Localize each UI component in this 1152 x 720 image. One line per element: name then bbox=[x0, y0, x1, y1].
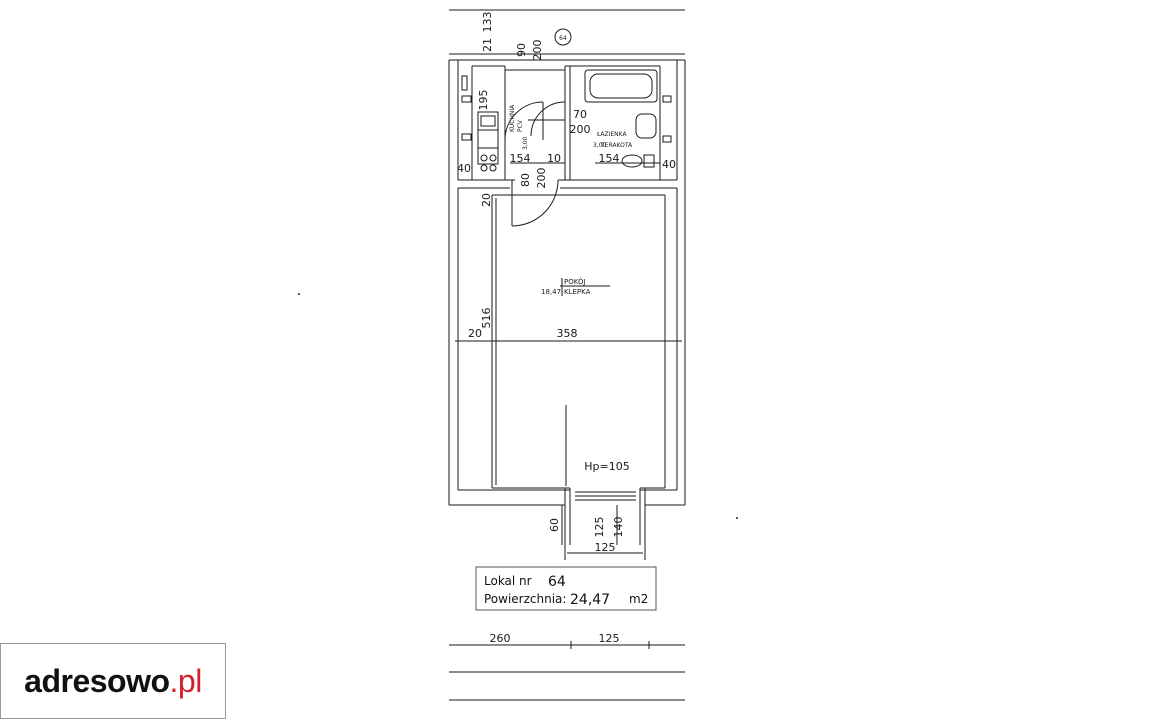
window-sill-height: Hp=105 bbox=[584, 460, 629, 473]
area-label: Powierzchnia: bbox=[484, 592, 566, 606]
dim-hall-80: 80 bbox=[519, 173, 532, 187]
logo-tld-text: .pl bbox=[169, 662, 203, 699]
dim-top-133: 133 bbox=[481, 12, 494, 33]
room-floor: KLEPKA bbox=[564, 288, 591, 296]
dim-hall-10: 10 bbox=[547, 152, 561, 165]
area-value: 24,47 bbox=[570, 592, 610, 608]
room-label: POKÓJ bbox=[564, 277, 586, 286]
kitchen-floor: PCV bbox=[517, 119, 524, 132]
bathroom-area: 3,00 bbox=[593, 142, 607, 149]
dim-bottom-260: 260 bbox=[490, 632, 511, 645]
dim-door-200: 200 bbox=[531, 40, 544, 61]
room-area: 18,47 bbox=[541, 288, 561, 296]
unit-number-value: 64 bbox=[548, 574, 566, 590]
dim-room-height: 516 bbox=[480, 308, 493, 329]
dim-bath-door-200: 200 bbox=[570, 123, 591, 136]
dim-room-wall-20-top: 20 bbox=[480, 193, 493, 207]
dim-bath-40: 40 bbox=[662, 158, 676, 171]
dim-bottom-125: 125 bbox=[599, 632, 620, 645]
dim-top-21: 21 bbox=[481, 38, 494, 52]
dim-room-width: 358 bbox=[557, 327, 578, 340]
logo-brand-text: adresowo bbox=[24, 662, 170, 699]
dim-balcony-140: 140 bbox=[612, 517, 625, 538]
kitchen-label: KUCHNIA bbox=[509, 104, 516, 132]
dim-bath-154: 154 bbox=[599, 152, 620, 165]
unit-number-label: Lokal nr bbox=[484, 574, 532, 588]
dim-room-wall-20: 20 bbox=[468, 327, 482, 340]
dim-door-90: 90 bbox=[515, 43, 528, 57]
dim-bath-door-70: 70 bbox=[573, 108, 587, 121]
dim-balcony-60: 60 bbox=[548, 518, 561, 532]
kitchen-area: 3,00 bbox=[522, 136, 529, 150]
dim-balcony-125-vertical: 125 bbox=[593, 517, 606, 538]
dim-kitchen-154: 154 bbox=[510, 152, 531, 165]
unit-info-box bbox=[475, 566, 657, 611]
bathroom-floor: TERAKOTA bbox=[600, 142, 633, 149]
adresowo-logo[interactable]: adresowo.pl bbox=[0, 643, 226, 719]
dim-balcony-width: 125 bbox=[595, 541, 616, 554]
area-unit: m2 bbox=[629, 592, 648, 606]
dim-kitchen-195: 195 bbox=[477, 90, 490, 111]
dim-kitchen-40: 40 bbox=[457, 162, 471, 175]
bathroom-label: ŁAZIENKA bbox=[596, 131, 627, 138]
unit-number-circle: 64 bbox=[559, 35, 567, 42]
dim-hall-200: 200 bbox=[535, 168, 548, 189]
